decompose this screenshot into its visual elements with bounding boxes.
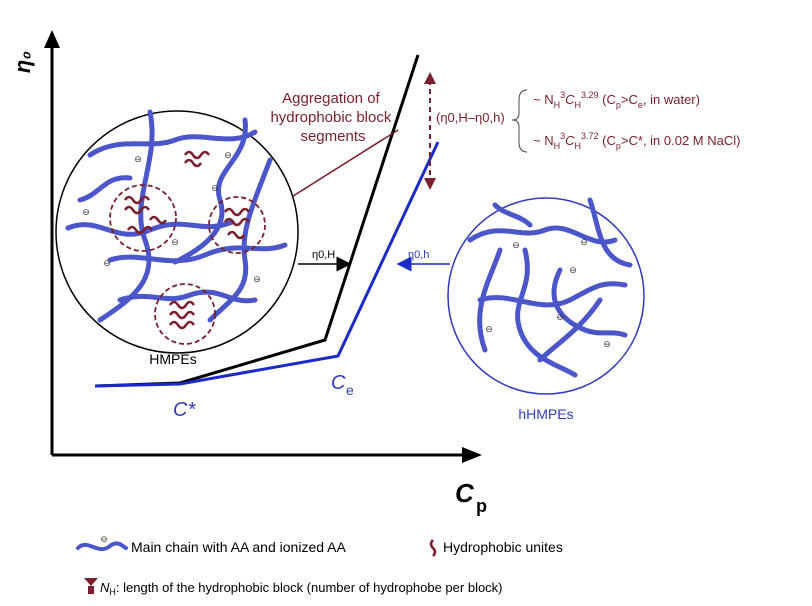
hmpes-label: HMPEs	[149, 351, 196, 367]
y-axis-label: η₀	[10, 51, 35, 73]
scaling-brace	[512, 90, 527, 152]
difference-label: (η0,H–η0,h)	[436, 110, 505, 125]
ion-symbol: ⊖	[171, 237, 179, 247]
x-axis-label: C	[455, 478, 475, 508]
legend-block-icon	[84, 578, 98, 594]
ion-symbol: ⊖	[253, 274, 261, 284]
scaling-nacl: ~ NH3CH3.72 (Cp>C*, in 0.02 M NaCl)	[533, 131, 740, 151]
y-axis-arrowhead	[44, 30, 60, 48]
ion-symbol: ⊖	[485, 324, 493, 334]
ion-symbol: ⊖	[224, 150, 232, 160]
hmpes-circle: ⊖ ⊖ ⊖ ⊖ ⊖ ⊖ ⊖ HMPEs	[56, 111, 298, 367]
ion-symbol: ⊖	[103, 258, 111, 268]
legend-hydrophobic-icon	[431, 540, 435, 556]
ion-symbol: ⊖	[82, 207, 90, 217]
c-star-label: C*	[173, 399, 196, 421]
legend-hydrophobic-label: Hydrophobic unites	[443, 539, 563, 555]
difference-arrow-top	[424, 72, 436, 84]
eta-0H-label: η0,H	[312, 249, 335, 261]
hhmpes-circle: ⊖ ⊖ ⊖ ⊖ ⊖ ⊖ hHMPEs	[448, 198, 644, 422]
legend-chain-icon	[78, 543, 126, 549]
legend: ⊖ Main chain with AA and ionized AA Hydr…	[78, 534, 563, 597]
hmpes-boundary	[56, 111, 298, 353]
ion-symbol: ⊖	[556, 312, 564, 322]
c-e-label-sub: e	[346, 382, 354, 398]
ion-symbol: ⊖	[603, 339, 611, 349]
scaling-water: ~ NH3CH3.29 (Cp>Ce, in water)	[533, 90, 700, 110]
eta-0h-label: η0,h	[408, 249, 429, 261]
x-axis-arrowhead	[462, 447, 482, 463]
ion-symbol: ⊖	[100, 534, 108, 544]
difference-arrow-bottom	[424, 178, 436, 190]
ion-symbol: ⊖	[512, 240, 520, 250]
ion-symbol: ⊖	[211, 183, 219, 193]
x-axis-label-sub: p	[476, 496, 487, 516]
ion-symbol: ⊖	[580, 237, 588, 247]
c-e-label: C	[331, 372, 346, 394]
ion-symbol: ⊖	[134, 154, 142, 164]
ion-symbol: ⊖	[569, 265, 577, 275]
hhmpes-label: hHMPEs	[518, 406, 573, 422]
legend-nh-label: NH: length of the hydrophobic block (num…	[100, 580, 503, 597]
legend-main-chain-label: Main chain with AA and ionized AA	[131, 539, 346, 555]
aggregation-label: Aggregation of hydrophobic block segment…	[270, 90, 395, 145]
